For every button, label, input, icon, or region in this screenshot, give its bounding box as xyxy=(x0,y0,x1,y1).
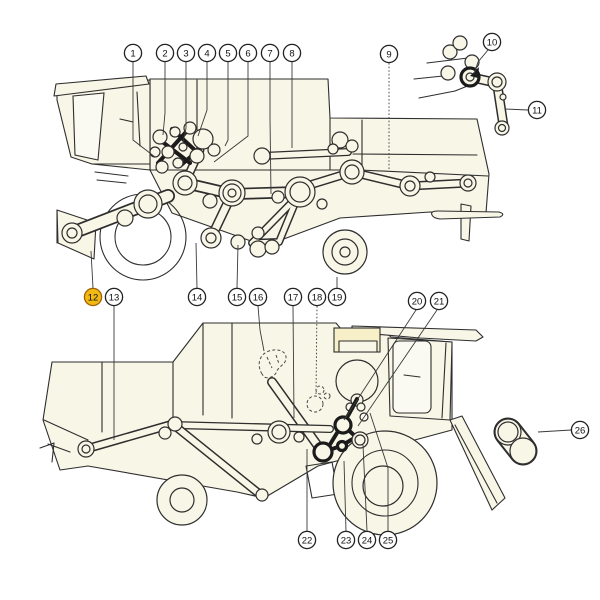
callout-leader-23 xyxy=(343,460,347,532)
ghost-pulley xyxy=(306,395,324,413)
inset-frame-lines xyxy=(413,57,471,99)
callout-balloon-21[interactable] xyxy=(429,291,449,311)
top-roof xyxy=(53,75,150,97)
callout-leader-24 xyxy=(362,444,368,532)
top-pulleys xyxy=(61,121,477,258)
bottom-pulleys xyxy=(77,416,305,502)
callout-leader-3 xyxy=(182,62,187,144)
bottom-dark-pulley xyxy=(333,415,353,435)
callout-leader-14 xyxy=(195,242,198,289)
callout-19[interactable]: 19 xyxy=(327,277,347,307)
callout-balloon-22[interactable] xyxy=(297,530,317,550)
callout-balloon-18[interactable] xyxy=(307,287,327,307)
inset-pulley xyxy=(442,44,458,60)
detail-twin-pulley xyxy=(493,417,538,466)
callout-leader-20 xyxy=(343,309,417,421)
callout-balloon-13[interactable] xyxy=(104,287,124,307)
callout-balloon-9[interactable] xyxy=(379,44,399,64)
callout-balloon-12[interactable] xyxy=(83,287,103,307)
callout-balloon-16[interactable] xyxy=(248,287,268,307)
bottom-return-conveyor xyxy=(170,421,267,501)
combine-top-view xyxy=(53,75,504,281)
bottom-front-wheel-mid xyxy=(351,449,419,517)
bottom-feeder xyxy=(449,415,506,511)
callout-balloon-24[interactable] xyxy=(357,530,377,550)
bottom-feeder-line xyxy=(454,424,498,504)
callout-leader-15 xyxy=(236,244,239,289)
callout-balloon-20[interactable] xyxy=(407,291,427,311)
inset-lower-pulley-hub xyxy=(497,123,507,133)
callout-balloon-25[interactable] xyxy=(378,530,398,550)
callout-15[interactable]: 15 xyxy=(227,244,247,307)
bottom-panel-lines xyxy=(51,322,233,433)
callout-leader-1 xyxy=(132,62,156,158)
callout-balloon-2[interactable] xyxy=(155,43,175,63)
callout-leader-26 xyxy=(537,429,572,433)
bottom-front-wheel-rim xyxy=(362,465,404,507)
top-triangle-belt xyxy=(248,192,302,247)
callout-leader-6 xyxy=(213,62,249,163)
callout-11[interactable]: 11 xyxy=(504,100,547,120)
bottom-rear-belt xyxy=(81,419,178,454)
bottom-dark-pulley-small xyxy=(335,439,349,453)
callout-leader-11 xyxy=(504,108,529,111)
inset-bolt xyxy=(499,93,507,101)
callout-balloon-14[interactable] xyxy=(187,287,207,307)
bottom-small-pulley xyxy=(356,402,366,412)
callout-balloon-3[interactable] xyxy=(176,43,196,63)
ghost-pulley-small xyxy=(323,392,331,400)
callout-26[interactable]: 26 xyxy=(537,420,590,440)
callout-balloon-17[interactable] xyxy=(283,287,303,307)
callout-leader-18 xyxy=(315,305,318,396)
callout-balloon-6[interactable] xyxy=(238,43,258,63)
callout-leader-10 xyxy=(473,49,489,75)
callout-balloon-7[interactable] xyxy=(260,43,280,63)
callout-leader-25 xyxy=(369,412,389,531)
callout-balloon-10[interactable] xyxy=(482,32,502,52)
callout-balloon-15[interactable] xyxy=(227,287,247,307)
top-rear-wheel-hub xyxy=(339,246,351,258)
callout-leader-16 xyxy=(257,305,265,352)
callout-12[interactable]: 12 xyxy=(83,250,103,307)
callout-balloon-23[interactable] xyxy=(336,530,356,550)
bottom-panel-band-inner xyxy=(338,340,378,353)
callout-14[interactable]: 14 xyxy=(187,242,207,307)
callout-balloon-5[interactable] xyxy=(218,43,238,63)
callout-leader-4 xyxy=(197,62,208,137)
inset-pulley xyxy=(452,35,468,51)
callout-leader-7 xyxy=(269,62,272,195)
bottom-cab-window xyxy=(392,340,432,414)
callout-balloon-4[interactable] xyxy=(197,43,217,63)
callout-leader-2 xyxy=(162,62,166,136)
bottom-dark-pulley xyxy=(312,441,334,463)
ghost-chute-outline xyxy=(258,349,287,379)
callout-10[interactable]: 10 xyxy=(473,32,502,75)
bottom-elevator-band xyxy=(267,377,323,451)
callout-leader-21 xyxy=(357,309,438,427)
detail-upper-pulley-ring xyxy=(497,421,519,443)
bottom-rear-wheel-rim xyxy=(169,487,195,513)
callout-leader-5 xyxy=(224,62,229,147)
callout-balloon-11[interactable] xyxy=(527,100,547,120)
detail-lower-pulley xyxy=(509,437,537,465)
callout-balloon-19[interactable] xyxy=(327,287,347,307)
callout-leader-12 xyxy=(90,250,94,289)
bottom-strawhood-lines xyxy=(39,419,89,463)
top-rear-drive-belt xyxy=(295,167,473,193)
combine-bottom-view xyxy=(39,322,506,536)
bottom-cab-lines xyxy=(403,342,447,419)
inset-pulley xyxy=(440,65,456,81)
callout-balloon-8[interactable] xyxy=(282,43,302,63)
bottom-side-shaft-belt xyxy=(169,421,334,433)
top-support-foot xyxy=(431,210,504,220)
inset-arm-pulley-hub xyxy=(491,76,503,88)
callout-balloon-26[interactable] xyxy=(570,420,590,440)
callout-leader-17 xyxy=(292,305,295,419)
top-cab-window xyxy=(72,92,105,161)
callout-balloon-1[interactable] xyxy=(123,43,143,63)
bottom-idler-hub xyxy=(354,434,366,446)
top-support-leg xyxy=(460,203,472,242)
